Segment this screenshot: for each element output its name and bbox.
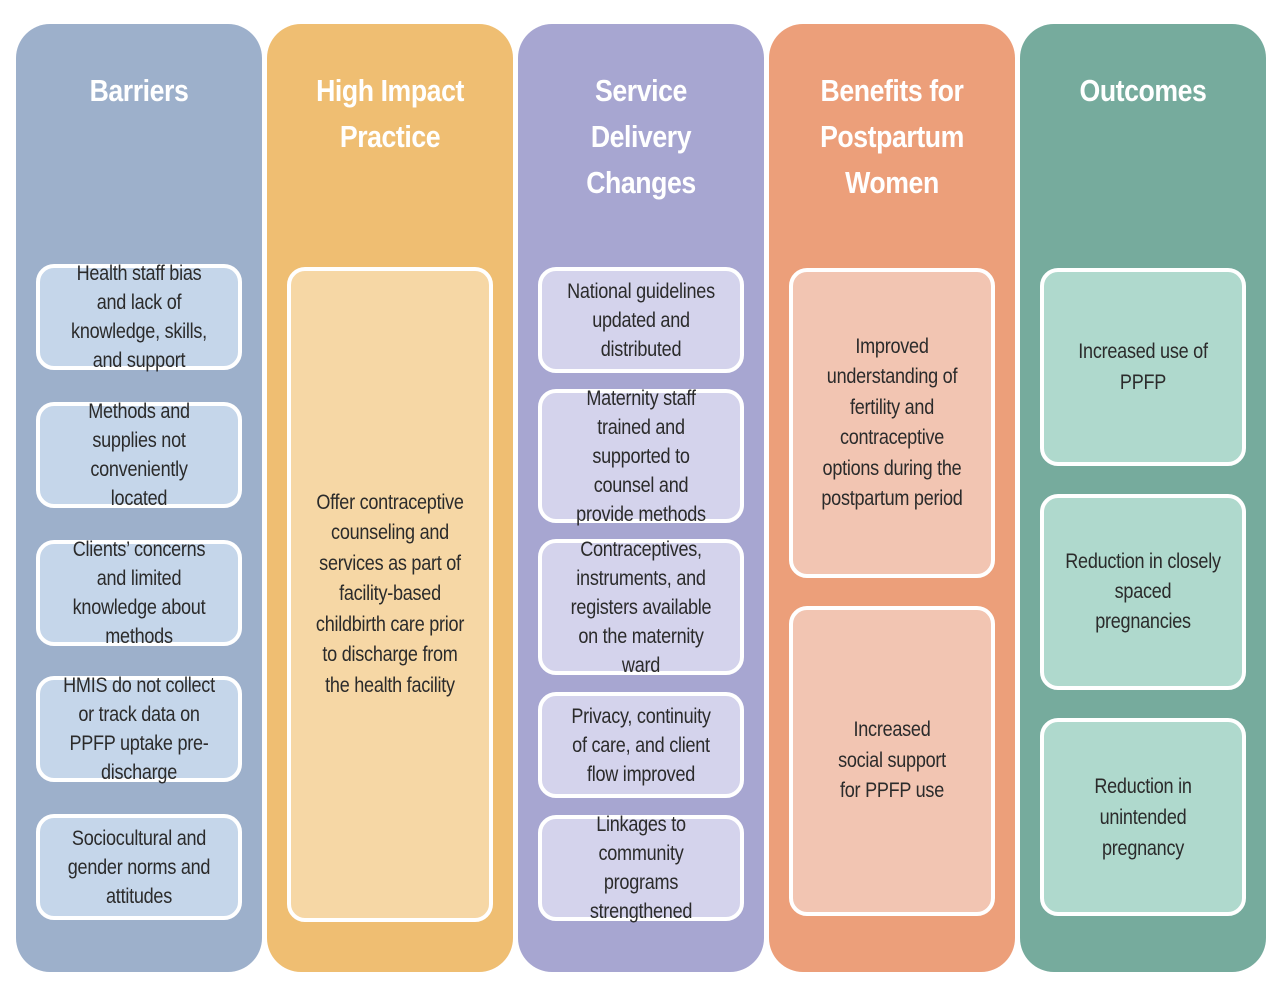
box-text: Methods and supplies not conveniently lo… — [88, 400, 190, 510]
box-text: Improved understanding of fertility and … — [821, 334, 963, 511]
title-line: Postpartum — [820, 119, 964, 154]
outcome-box-2: Reduction in closely spaced pregnancies — [1040, 494, 1246, 690]
box-text: Health staff bias and lack of knowledge,… — [71, 262, 207, 372]
title-line: Barriers — [89, 73, 189, 108]
column-title-service-delivery-changes: Service Delivery Changes — [535, 68, 747, 206]
box-text: Linkages to community programs strengthe… — [589, 813, 693, 923]
box-text: Privacy, continuity of care, and client … — [571, 704, 711, 786]
column-title-outcomes: Outcomes — [1037, 68, 1249, 114]
title-line: Outcomes — [1079, 73, 1207, 108]
title-line: Changes — [586, 165, 696, 200]
barrier-box-3: Clients’ concerns and limited knowledge … — [36, 538, 242, 648]
barrier-box-2: Methods and supplies not conveniently lo… — [36, 400, 242, 510]
benefit-box-2: Increased social support for PPFP use — [789, 606, 995, 916]
title-line: Benefits for — [820, 73, 964, 108]
column-benefits-postpartum-women: Benefits for Postpartum Women Improved u… — [769, 24, 1015, 972]
column-barriers: Barriers Health staff bias and lack of k… — [16, 24, 262, 972]
service-box-5: Linkages to community programs strengthe… — [538, 813, 744, 923]
barrier-box-4: HMIS do not collect or track data on PPF… — [36, 674, 242, 784]
box-text: Sociocultural and gender norms and attit… — [67, 826, 211, 908]
barrier-box-1: Health staff bias and lack of knowledge,… — [36, 262, 242, 372]
box-text: Increased social support for PPFP use — [838, 718, 946, 803]
service-box-4: Privacy, continuity of care, and client … — [538, 692, 744, 798]
title-line: Women — [845, 165, 939, 200]
box-text: Clients’ concerns and limited knowledge … — [72, 538, 206, 648]
column-title-barriers: Barriers — [33, 68, 245, 114]
box-text: Reduction in closely spaced pregnancies — [1065, 550, 1221, 633]
column-title-high-impact-practice: High Impact Practice — [284, 68, 496, 160]
box-text: Maternity staff trained and supported to… — [576, 386, 706, 526]
title-line: Service — [595, 73, 687, 108]
title-line: Delivery — [590, 119, 692, 154]
barrier-box-5: Sociocultural and gender norms and attit… — [36, 814, 242, 920]
service-box-3: Contraceptives, instruments, and registe… — [538, 538, 744, 677]
title-line: Practice — [339, 119, 441, 154]
practice-box: Offer contraceptive counseling and servi… — [287, 267, 493, 922]
title-line: High Impact — [316, 73, 464, 108]
box-text: Reduction in unintended pregnancy — [1094, 774, 1192, 860]
box-text: Offer contraceptive counseling and servi… — [315, 490, 465, 697]
box-text: HMIS do not collect or track data on PPF… — [63, 674, 215, 784]
outcome-box-1: Increased use of PPFP — [1040, 268, 1246, 466]
benefit-box-1: Improved understanding of fertility and … — [789, 268, 995, 578]
column-outcomes: Outcomes Increased use of PPFP Reduction… — [1020, 24, 1266, 972]
column-service-delivery-changes: Service Delivery Changes National guidel… — [518, 24, 764, 972]
box-text: Increased use of PPFP — [1078, 340, 1208, 394]
service-box-1: National guidelines updated and distribu… — [538, 267, 744, 373]
box-text: National guidelines updated and distribu… — [567, 279, 715, 361]
outcome-box-3: Reduction in unintended pregnancy — [1040, 718, 1246, 916]
service-box-2: Maternity staff trained and supported to… — [538, 387, 744, 526]
box-text: Contraceptives, instruments, and registe… — [570, 537, 712, 677]
column-title-benefits: Benefits for Postpartum Women — [786, 68, 998, 206]
column-high-impact-practice: High Impact Practice Offer contraceptive… — [267, 24, 513, 972]
